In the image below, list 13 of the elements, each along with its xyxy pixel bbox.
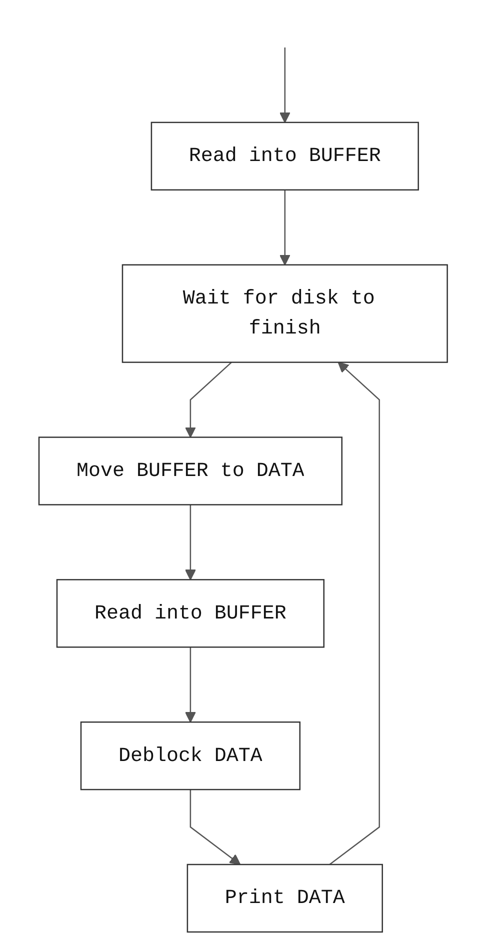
node-box: Wait for disk to finish [122,264,448,363]
node-box: Print DATA [186,864,383,933]
node-box: Move BUFFER to DATA [38,436,342,506]
node-box: Deblock DATA [80,721,300,790]
node-box: Read into BUFFER [150,122,419,191]
arrow [184,647,196,723]
arrow [329,362,380,866]
arrow [279,190,290,266]
arrow [279,48,290,123]
arrow [184,504,196,580]
node-box: Read into BUFFER [56,579,324,648]
arrow [190,790,240,866]
arrow [184,362,232,438]
